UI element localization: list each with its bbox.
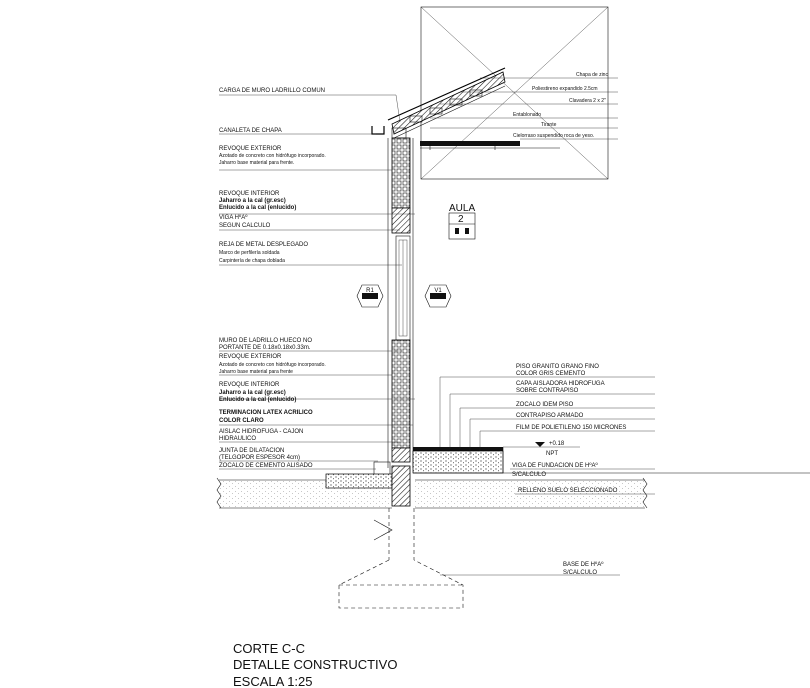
label-revoque-ext-2-line2: Jaharro base material para frente (219, 369, 293, 375)
label-revoque-ext-1-title: REVOQUE EXTERIOR (219, 146, 282, 152)
label-revoque-int-1-line2: Enlucido a la cal (enlucido) (219, 205, 296, 211)
lower-wall (387, 339, 414, 468)
label-revoque-ext-2-title: REVOQUE EXTERIOR (219, 354, 282, 360)
label-carga: CARGA DE MURO LADRILLO COMUN (219, 88, 325, 94)
label-base-line2: S/CALCULO (563, 570, 597, 576)
label-revoque-int-2-line1: Jaharro a la cal (gr.esc) (219, 390, 286, 396)
label-junta-line2: (TELGOPOR ESPESOR 4cm) (219, 455, 300, 461)
title-block: CORTE C-C DETALLE CONSTRUCTIVO ESCALA 1:… (233, 641, 397, 688)
tag-v1-text: V1 (434, 288, 442, 294)
label-revoque-int-1-line1: Jaharro a la cal (gr.esc) (219, 198, 286, 204)
label-relleno: RELLENO SUELO SELECCIONADO (518, 488, 618, 494)
label-viga-line2: SEGUN CALCULO (219, 223, 271, 229)
label-capa-line1: CAPA AISLADORA HIDROFUGA (516, 381, 605, 387)
window-assembly (395, 235, 411, 341)
right-callouts: PISO GRANITO GRANO FINO COLOR GRIS CEMEN… (512, 364, 626, 576)
roof-label-5: Cielorraso suspendido roca de yeso. (513, 133, 594, 139)
label-level: +0.18 (549, 441, 565, 447)
title-line3: ESCALA 1:25 (233, 674, 313, 688)
roof-label-2: Clavadera 2 x 2" (569, 98, 606, 104)
label-aislacion-line1: AISLAC HIDROFUGA - CAJON (219, 429, 303, 435)
label-terminacion-line1: TERMINACION LATEX ACRILICO (219, 410, 313, 416)
foundation-base (338, 508, 464, 609)
label-base-line1: BASE DE HºAº (563, 561, 604, 568)
label-muro-line2: PORTANTE DE 0.18x0.18x0.33m. (219, 345, 311, 351)
label-revoque-int-1-title: REVOQUE INTERIOR (219, 191, 280, 197)
label-reja-line2: Carpintería de chapa doblada (219, 258, 285, 264)
roof-label-4: Tirante (541, 122, 557, 128)
label-revoque-int-2-title: REVOQUE INTERIOR (219, 382, 280, 388)
roof-label-1: Poliestireno expandido 2.5cm (532, 86, 598, 92)
roof-assembly (371, 67, 560, 150)
label-viga-fundacion-line1: VIGA DE FUNDACION DE HºAº (512, 462, 599, 469)
room-tag-number: 2 (458, 214, 464, 225)
tag-r1-text: R1 (366, 288, 374, 294)
label-revoque-int-2-line2: Enlucido a la cal (enlucido) (219, 397, 296, 403)
label-zocalo-cemento: ZOCALO DE CEMENTO ALISADO (219, 463, 313, 469)
upper-wall (387, 137, 414, 340)
label-piso-line2: COLOR GRIS CEMENTO (516, 371, 586, 377)
label-viga-fundacion-line2: S/CALCULO (512, 472, 546, 478)
title-line2: DETALLE CONSTRUCTIVO (233, 657, 397, 672)
roof-callouts: Chapa de zinc Poliestireno expandido 2.5… (430, 72, 618, 140)
label-revoque-ext-1-line1: Azotado de concreto con hidrófugo incorp… (219, 153, 326, 159)
right-leaders (439, 376, 655, 576)
tag-v1: V1 (424, 284, 452, 308)
floor-assembly (373, 447, 810, 477)
label-contrapiso: CONTRAPISO ARMADO (516, 413, 584, 419)
roof-label-0: Chapa de zinc (576, 72, 608, 78)
room-tag-label: AULA (449, 203, 475, 214)
left-callouts: CARGA DE MURO LADRILLO COMUN CANALETA DE… (219, 88, 326, 469)
label-terminacion-line2: COLOR CLARO (219, 418, 264, 424)
label-canaleta: CANALETA DE CHAPA (219, 128, 282, 134)
label-revoque-ext-1-line2: Jaharro base material para frente. (219, 160, 294, 166)
label-piso-line1: PISO GRANITO GRANO FINO (516, 364, 599, 370)
label-reja-line1: Marco de perfilería soldada (219, 250, 280, 256)
title-line1: CORTE C-C (233, 641, 305, 656)
roof-label-3: Entablonado (513, 112, 541, 118)
label-zocalo-piso: ZOCALO IDEM PISO (516, 402, 574, 408)
label-aislacion-line2: HIDRAULICO (219, 436, 256, 442)
label-revoque-ext-2-line1: Azotado de concreto con hidrófugo incorp… (219, 362, 326, 368)
room-tag: AULA 2 (448, 203, 475, 240)
label-viga-line1: VIGA HºAº (219, 214, 248, 221)
label-junta-line1: JUNTA DE DILATACION (219, 448, 284, 454)
label-capa-line2: SOBRE CONTRAPISO (516, 388, 579, 394)
label-reja-title: REJA DE METAL DESPLEGADO (219, 242, 308, 248)
label-muro-line1: MURO DE LADRILLO HUECO NO (219, 338, 312, 344)
label-npt: NPT (546, 451, 558, 457)
tag-r1: R1 (356, 284, 384, 308)
left-leaders (219, 94, 415, 470)
label-film: FILM DE POLIETILENO 150 MICRONES (516, 425, 626, 431)
room-volume-box (420, 6, 609, 180)
